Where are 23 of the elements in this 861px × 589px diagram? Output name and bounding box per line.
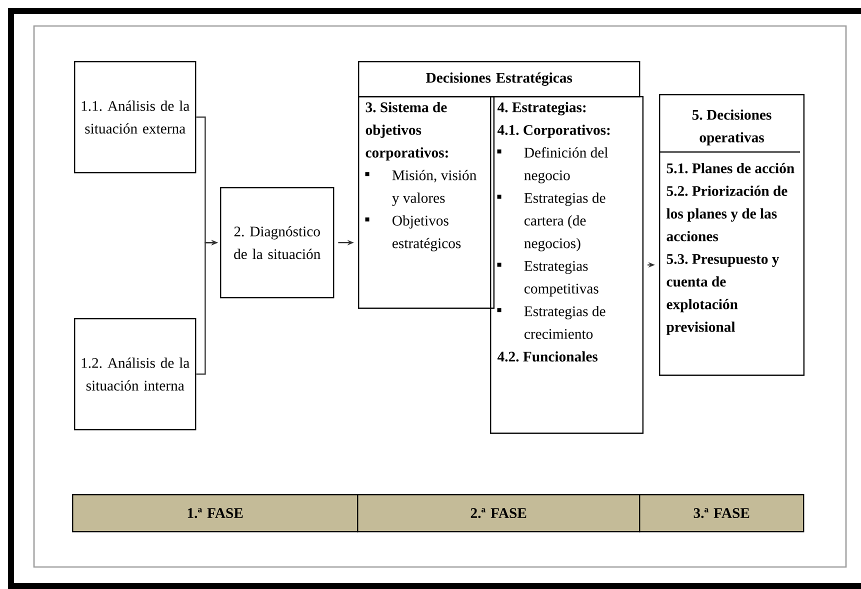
phase-band: 3.ª FASE <box>639 494 804 532</box>
process-box: 5. Decisiones operativas 5.1. Planes de acción 5.2. Priorización de los planes y de las acciones 5.3. Presupuesto y cuenta de explotación previsional <box>659 94 805 376</box>
process-box <box>358 96 495 309</box>
list-heading: 5.3. Presupuesto y cuenta de explotación previsional <box>666 254 780 335</box>
list-heading: 4.1. Corporativos: <box>497 124 610 138</box>
list-item: Definición del negocio <box>497 147 608 184</box>
list-heading: 5.2. Priorización de los planes y de las acciones <box>666 186 788 242</box>
list-heading: 3. Sistema de objetivos corporativos: <box>366 102 448 161</box>
process-box: 1.2. Análisis de la situación interna <box>74 318 196 430</box>
list-heading: 4. Estrategias: <box>497 102 586 116</box>
process-box <box>490 96 644 434</box>
process-box: 1.1. Análisis de la situación externa <box>74 61 196 174</box>
list-item: Objetivos estratégicos <box>365 215 461 252</box>
list-heading: 4.2. Funcionales <box>497 351 598 362</box>
list-heading: 5.1. Planes de acción <box>666 162 794 174</box>
list-item: Estrategias de crecimiento <box>497 306 606 339</box>
phase-band: 1.ª FASE <box>72 494 358 532</box>
list-item: Misión, visión y valores <box>365 170 476 206</box>
list-item: Estrategias de cartera (de negocios) <box>497 192 606 252</box>
list-item: Estrategias competitivas <box>497 261 598 297</box>
heading-box: Decisiones Estratégicas <box>358 61 640 98</box>
process-box: 2. Diagnóstico de la situación <box>220 187 334 298</box>
phase-band: 2.ª FASE <box>357 494 640 532</box>
